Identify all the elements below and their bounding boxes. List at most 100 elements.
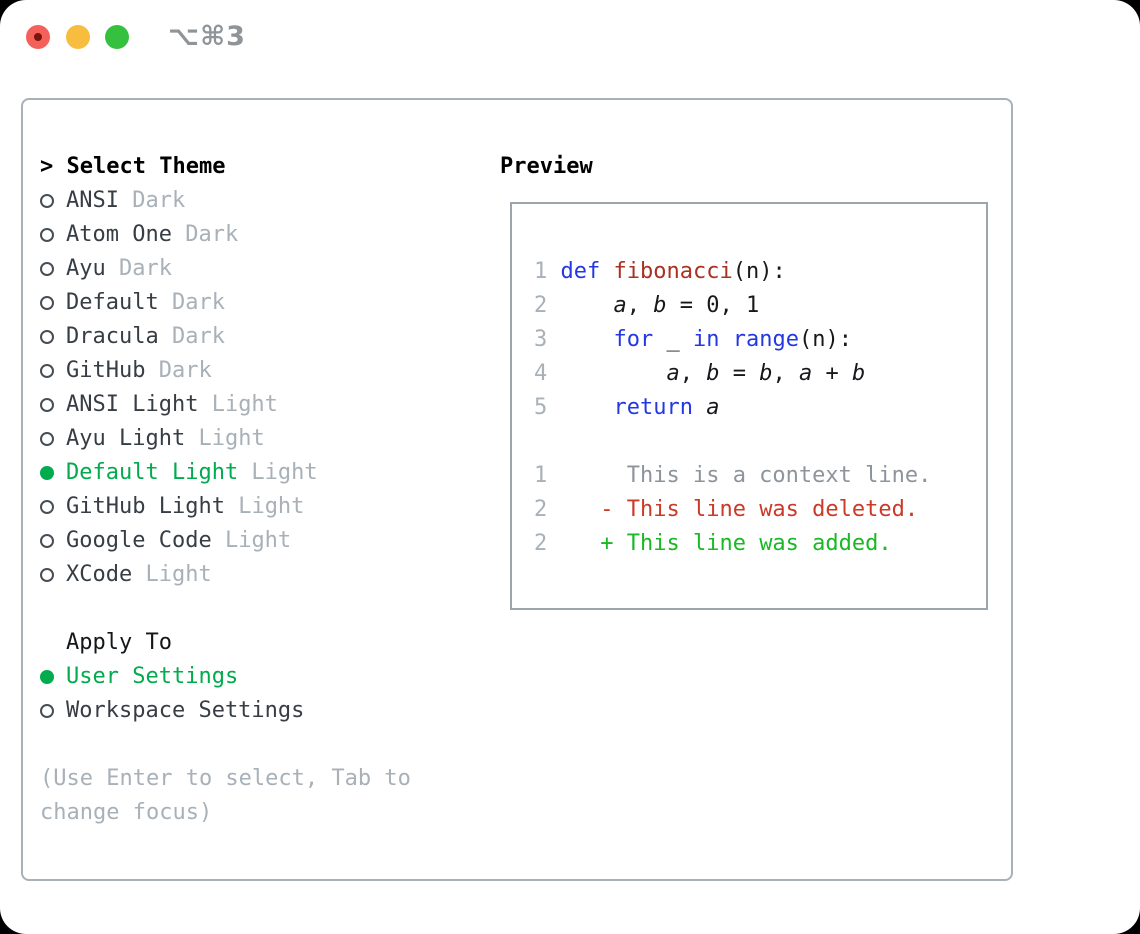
spacer <box>40 592 411 626</box>
code-segment-num: 2 <box>534 531 561 556</box>
preview-code-line: 2 - This line was deleted. <box>534 493 986 527</box>
code-segment-var: b <box>706 361 720 386</box>
theme-option-google-code[interactable]: Google Code Light <box>40 524 411 558</box>
theme-option-atom-one[interactable]: Atom One Dark <box>40 218 411 252</box>
code-segment-plain: + <box>812 361 852 386</box>
code-segment-var: b <box>759 361 773 386</box>
option-label: User Settings <box>66 664 239 689</box>
option-label: XCode <box>66 562 133 587</box>
radio-icon <box>40 296 54 310</box>
code-segment-kw: def <box>560 259 614 284</box>
option-variant-label: Light <box>224 494 305 519</box>
apply-option-workspace-settings[interactable]: Workspace Settings <box>40 694 411 728</box>
code-segment-kw: for <box>613 327 654 352</box>
preview-code-line: 2 a, b = 0, 1 <box>534 289 986 323</box>
code-segment-plain: , <box>679 361 707 386</box>
code-segment-var: a <box>666 361 680 386</box>
code-segment-num: 2 <box>534 293 561 318</box>
theme-option-ayu[interactable]: Ayu Dark <box>40 252 411 286</box>
code-segment-plain <box>561 395 614 420</box>
close-button[interactable] <box>26 25 50 49</box>
code-segment-add: + This line was added. <box>600 531 892 556</box>
option-variant-label: Dark <box>118 188 186 213</box>
option-label: Atom One <box>66 222 172 247</box>
minimize-button[interactable] <box>66 25 90 49</box>
radio-icon <box>40 194 54 208</box>
code-segment-var: a <box>613 293 627 318</box>
option-label: ANSI <box>66 188 119 213</box>
theme-option-ansi-light[interactable]: ANSI Light Light <box>40 388 411 422</box>
preview-code-line: 2 + This line was added. <box>534 527 986 561</box>
radio-icon <box>40 534 54 548</box>
option-variant-label: Dark <box>171 222 239 247</box>
option-label: ANSI Light <box>66 392 199 417</box>
spacer <box>40 728 411 762</box>
code-segment-var: a <box>706 395 720 420</box>
theme-option-ansi[interactable]: ANSI Dark <box>40 184 411 218</box>
preview-title: Preview <box>500 154 593 179</box>
radio-icon <box>40 500 54 514</box>
preview-code-line <box>534 425 986 459</box>
option-variant-label: Light <box>198 392 278 417</box>
theme-option-dracula[interactable]: Dracula Dark <box>40 320 411 354</box>
code-segment-num: 4 <box>534 361 561 386</box>
radio-selected-icon <box>40 670 54 684</box>
theme-option-github-light[interactable]: GitHub Light Light <box>40 490 411 524</box>
select-theme-title: Select Theme <box>66 154 226 179</box>
code-segment-var: b <box>653 293 667 318</box>
radio-icon <box>40 364 54 378</box>
code-segment-num: 1 <box>534 463 561 488</box>
code-segment-plain <box>561 293 614 318</box>
code-segment-num: 2 <box>534 497 561 522</box>
option-variant-label: Dark <box>145 358 212 383</box>
option-variant-label: Light <box>132 562 212 587</box>
code-segment-plain: (n): <box>798 327 852 352</box>
preview-code-line: 5 return a <box>534 391 986 425</box>
select-theme-header: > Select Theme <box>40 150 411 184</box>
preview-code-line: 1 def fibonacci(n): <box>534 255 986 289</box>
option-variant-label: Light <box>238 460 318 485</box>
preview-code-line: 3 for _ in range(n): <box>534 323 986 357</box>
code-segment-fn: fibonacci <box>613 259 733 284</box>
option-variant-label: Dark <box>158 324 225 349</box>
option-label: Ayu <box>66 256 106 281</box>
theme-option-ayu-light[interactable]: Ayu Light Light <box>40 422 411 456</box>
code-segment-plain: , <box>772 361 799 386</box>
unsaved-dot-icon <box>34 33 42 41</box>
option-label: GitHub <box>66 358 146 383</box>
preview-code-line: 4 a, b = b, a + b <box>534 357 986 391</box>
preview-code-line: 1 This is a context line. <box>534 459 986 493</box>
code-segment-plain <box>719 327 732 352</box>
radio-icon <box>40 704 54 718</box>
code-segment-plain <box>561 361 667 386</box>
code-segment-plain <box>561 463 627 488</box>
code-segment-num: 5 <box>534 395 561 420</box>
radio-icon <box>40 432 54 446</box>
radio-icon <box>40 330 54 344</box>
theme-option-github[interactable]: GitHub Dark <box>40 354 411 388</box>
option-label: Google Code <box>66 528 212 553</box>
option-variant-label: Dark <box>105 256 172 281</box>
code-segment-var: a <box>798 361 813 386</box>
code-segment-plain <box>693 395 706 420</box>
code-segment-plain: , <box>626 293 654 318</box>
apply-to-header: Apply To <box>66 630 172 655</box>
code-segment-ctx: This is a context line. <box>626 463 932 488</box>
code-segment-plain <box>561 497 601 522</box>
option-variant-label: Light <box>211 528 292 553</box>
apply-option-user-settings[interactable]: User Settings <box>40 660 411 694</box>
help-hint-line-2: change focus) <box>40 800 213 825</box>
option-label: Default Light <box>66 460 239 485</box>
theme-option-xcode[interactable]: XCode Light <box>40 558 411 592</box>
theme-option-default-light[interactable]: Default Light Light <box>40 456 411 490</box>
help-hint-line-1: (Use Enter to select, Tab to <box>40 766 411 791</box>
option-label: Dracula <box>66 324 159 349</box>
zoom-button[interactable] <box>105 25 129 49</box>
code-segment-plain: = 0, 1 <box>666 293 760 318</box>
code-segment-kw: in <box>692 327 720 352</box>
theme-option-default[interactable]: Default Dark <box>40 286 411 320</box>
